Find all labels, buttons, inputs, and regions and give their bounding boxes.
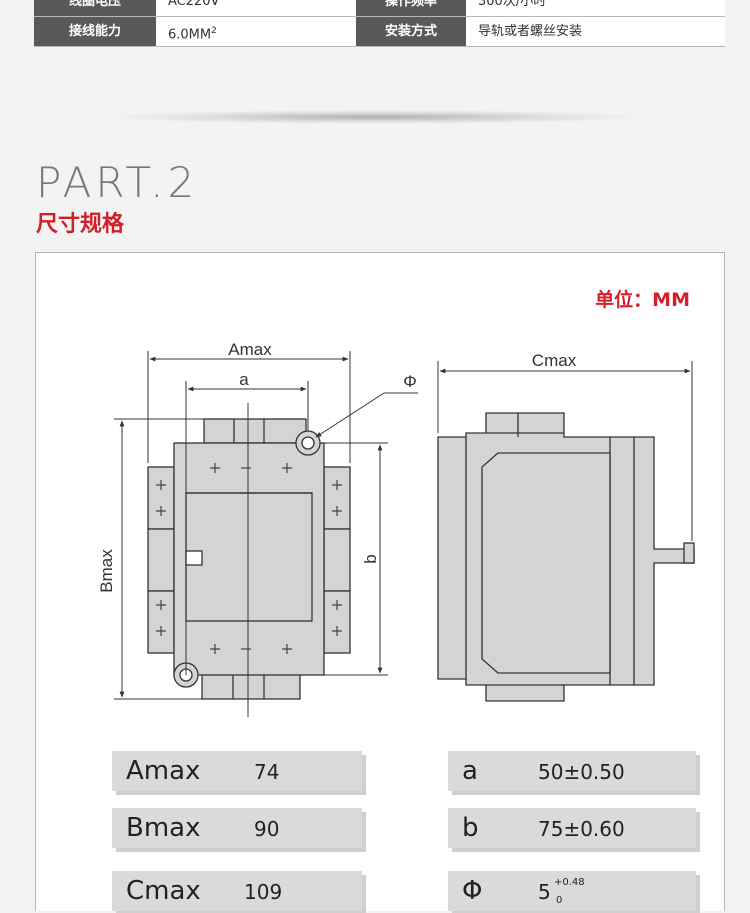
spec-value: AC220V — [156, 0, 356, 16]
amax-dimension — [147, 351, 351, 463]
phi-label: Φ — [403, 372, 417, 391]
dim-value: 75±0.60 — [538, 817, 625, 841]
dim-label: a — [462, 756, 478, 786]
tolerance-upper: +0.48 — [554, 877, 585, 888]
tolerance-lower: 0 — [556, 895, 563, 906]
part-subtitle: 尺寸规格 — [36, 212, 125, 237]
spec-value: 300次/小时 — [466, 0, 725, 16]
dim-box-amax: Amax 74 — [112, 751, 362, 791]
spec-value: 6.0MM2 — [156, 17, 356, 46]
dim-label: Φ — [462, 876, 483, 906]
table-divider — [34, 16, 725, 17]
spec-row: 线圈电压 AC220V 操作频率 300次/小时 — [0, 0, 725, 16]
b-dimension — [200, 442, 388, 676]
spec-key: 操作频率 — [356, 0, 466, 16]
dim-box-a: a 50±0.50 — [448, 751, 696, 791]
dim-value: 50±0.50 — [538, 760, 625, 784]
dim-label: Cmax — [126, 876, 201, 906]
part-title: PART.2 — [36, 158, 199, 207]
bmax-label: Bmax — [97, 549, 116, 593]
bmax-dimension — [114, 418, 204, 700]
cmax-dimension — [437, 361, 693, 541]
dim-value: 109 — [244, 880, 283, 904]
dimension-panel: 单位：MM — [35, 252, 725, 911]
unit-label: 单位：MM — [595, 289, 690, 311]
superscript: 2 — [211, 26, 217, 36]
dim-value: 5 — [538, 880, 551, 904]
terminal-marks — [156, 463, 342, 654]
a-dimension — [185, 381, 309, 675]
dim-box-bmax: Bmax 90 — [112, 808, 362, 848]
spec-key: 安装方式 — [356, 17, 466, 46]
dim-label: Bmax — [126, 813, 201, 843]
cmax-label: Cmax — [532, 351, 577, 370]
dimension-drawing: Amax a Bmax b Φ Cmax — [97, 340, 695, 717]
a-label: a — [239, 370, 249, 389]
amax-label: Amax — [228, 340, 272, 359]
phi-leader — [315, 392, 418, 438]
table-divider — [34, 46, 725, 47]
section-divider-shadow — [110, 110, 640, 124]
front-view — [147, 418, 351, 700]
spec-key: 线圈电压 — [34, 0, 156, 16]
dim-box-phi: Φ 5 +0.48 0 — [448, 871, 696, 911]
wire-capacity-value: 6.0MM — [168, 27, 212, 43]
dim-box-cmax: Cmax 109 — [112, 871, 362, 911]
spec-value: 导轨或者螺丝安装 — [466, 17, 725, 46]
b-label: b — [361, 554, 380, 563]
spec-row: 接线能力 6.0MM2 安装方式 导轨或者螺丝安装 — [0, 17, 725, 46]
dim-label: b — [462, 813, 479, 843]
dim-value: 90 — [254, 817, 280, 841]
spec-key: 接线能力 — [34, 17, 156, 46]
dim-value: 74 — [254, 760, 280, 784]
dim-box-b: b 75±0.60 — [448, 808, 696, 848]
dim-label: Amax — [126, 756, 201, 786]
side-view — [437, 412, 695, 702]
